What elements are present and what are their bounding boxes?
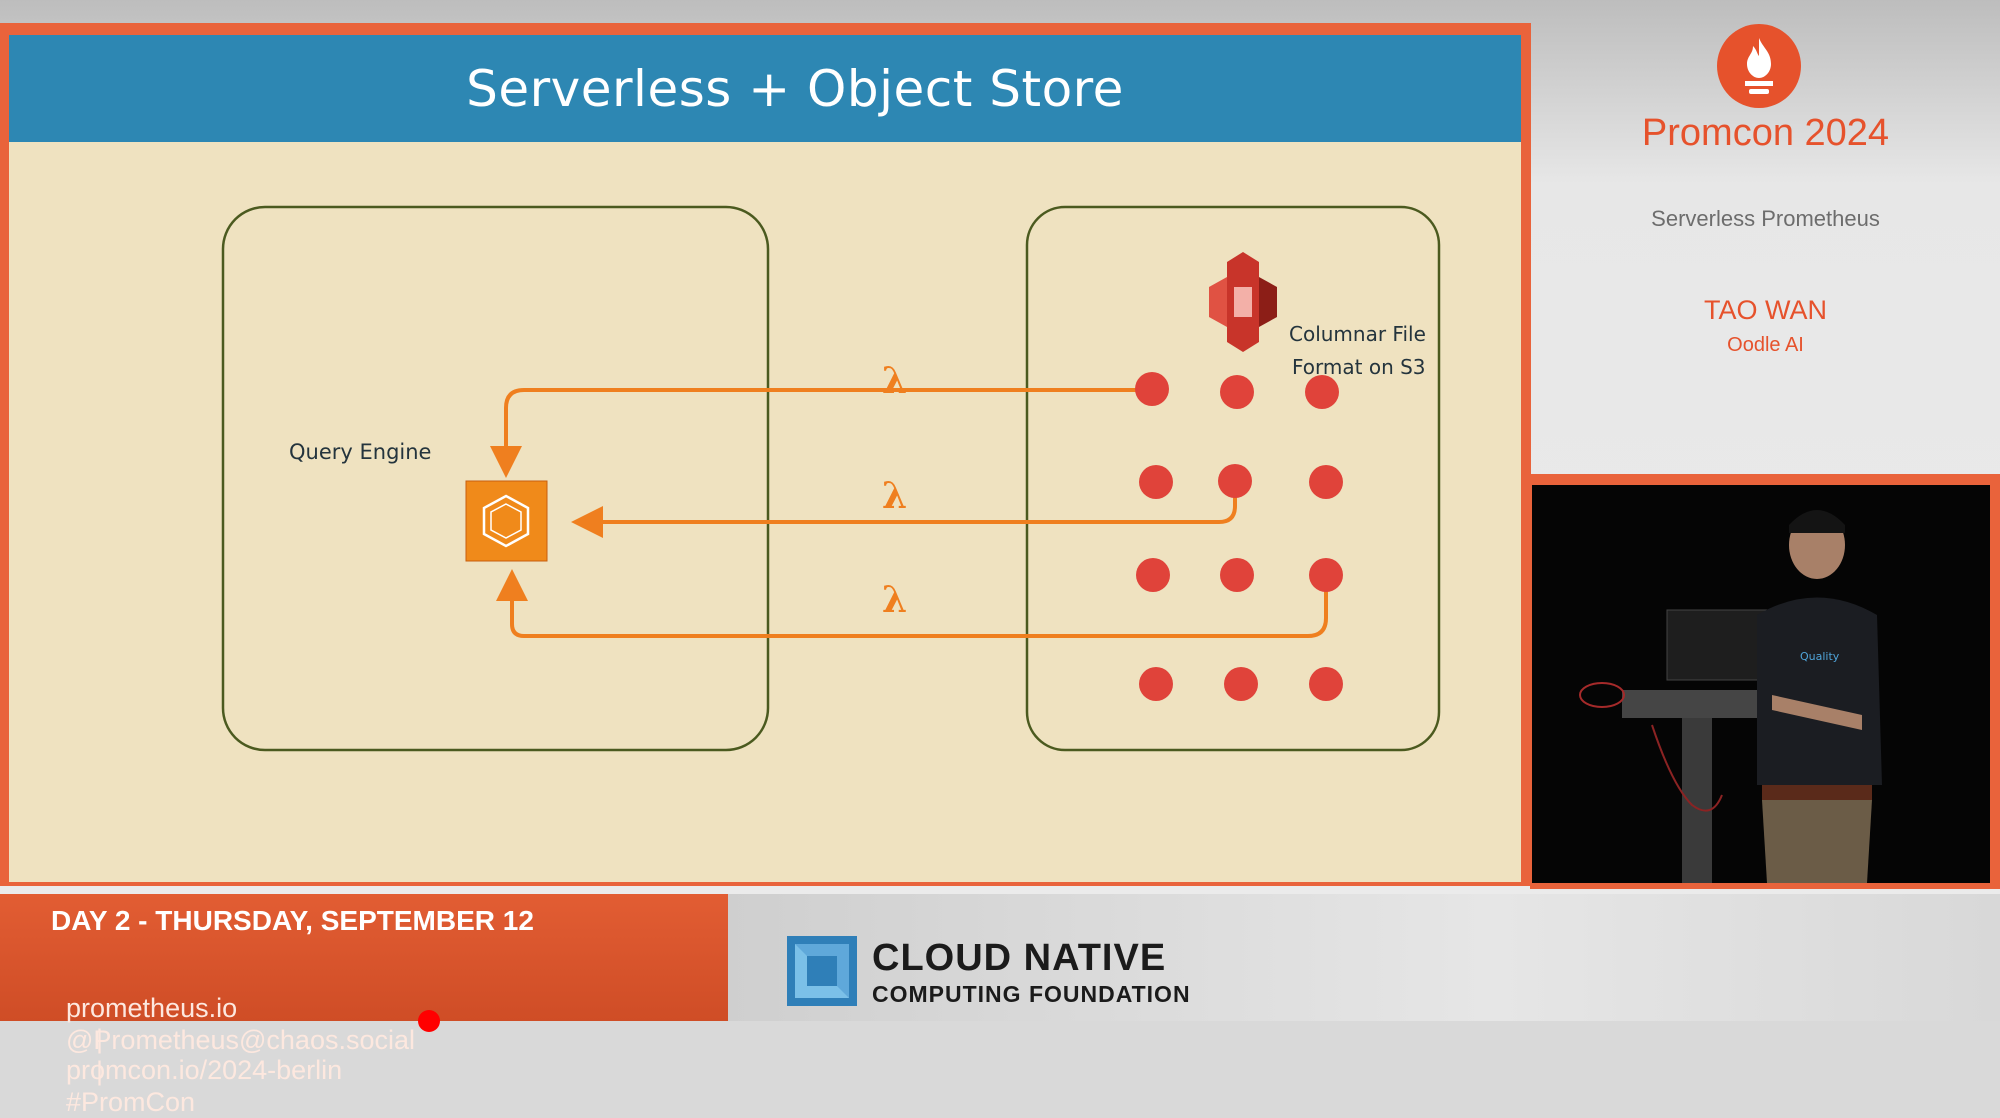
data-dot	[1135, 372, 1169, 406]
mastodon-link[interactable]: @Prometheus@chaos.social	[66, 1025, 415, 1055]
cncf-logo-icon	[787, 936, 857, 1006]
s3-label-line2: Format on S3	[1292, 355, 1426, 379]
data-dot	[1220, 375, 1254, 409]
lambda-symbol: λ	[882, 360, 908, 402]
presentation-slide: Serverless + Object Store	[9, 35, 1521, 882]
data-dot	[1139, 667, 1173, 701]
architecture-diagram	[221, 205, 1441, 752]
event-links-row2: @Prometheus@chaos.social | #PromCon	[51, 994, 415, 1118]
speaker-organization: Oodle AI	[1727, 334, 1804, 356]
talk-title: Serverless Prometheus	[1651, 206, 1880, 231]
svg-text:Quality: Quality	[1800, 650, 1840, 663]
data-dot	[1218, 464, 1252, 498]
speaker-video-feed: Quality	[1532, 485, 1990, 883]
lambda-symbol: λ	[882, 579, 908, 621]
event-day: DAY 2 - THURSDAY, SEPTEMBER 12	[51, 905, 534, 936]
query-engine-box	[221, 205, 770, 752]
event-info-bar	[0, 894, 728, 1021]
data-dot	[1309, 667, 1343, 701]
sponsor-bar	[728, 894, 2000, 1021]
lambda-arrow-middle	[571, 492, 1237, 538]
data-dot	[1224, 667, 1258, 701]
lambda-arrow-top	[490, 388, 1152, 478]
prometheus-link[interactable]: prometheus.io	[66, 993, 238, 1023]
prometheus-flame-icon	[1717, 24, 1801, 108]
slide-title: Serverless + Object Store	[466, 59, 1124, 118]
separator: |	[96, 1056, 104, 1086]
cncf-name-line1: CLOUD NATIVE	[872, 937, 1167, 979]
s3-label: Columnar File Format on S3	[1289, 318, 1426, 384]
data-dot	[1309, 465, 1343, 499]
s3-label-line1: Columnar File	[1289, 322, 1426, 346]
query-engine-label: Query Engine	[289, 440, 432, 464]
slide-header: Serverless + Object Store	[9, 35, 1521, 142]
s3-storage-box	[1025, 205, 1441, 752]
query-engine-icon	[465, 480, 548, 562]
lambda-arrow-bottom	[496, 569, 1328, 638]
slide-body: Query Engine Columnar File Format on S3 …	[9, 142, 1521, 882]
data-dot	[1309, 558, 1343, 592]
cncf-name-line2: COMPUTING FOUNDATION	[872, 981, 1191, 1007]
hashtag-link[interactable]: #PromCon	[66, 1087, 196, 1117]
speaker-name: TAO WAN	[1704, 295, 1827, 325]
data-dot	[1220, 558, 1254, 592]
event-title: Promcon 2024	[1641, 112, 1890, 154]
data-dot	[1136, 558, 1170, 592]
recording-indicator	[418, 1010, 440, 1032]
data-points	[1135, 372, 1343, 701]
data-dot	[1139, 465, 1173, 499]
lambda-symbol: λ	[882, 475, 908, 517]
s3-bucket-icon	[1209, 252, 1277, 352]
data-dot	[1305, 375, 1339, 409]
